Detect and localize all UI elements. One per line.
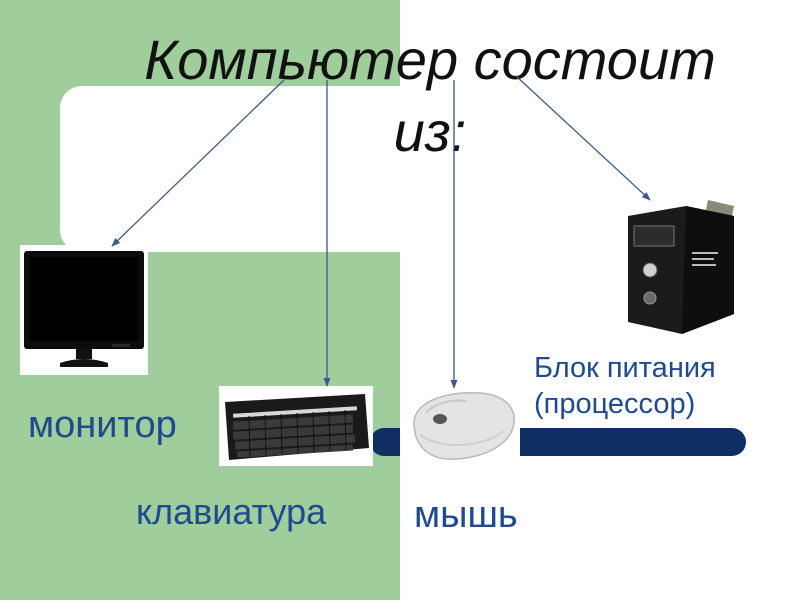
monitor-label: монитор — [28, 406, 177, 444]
power-supply-label: Блок питания (процессор) — [534, 350, 716, 423]
arrow-to-monitor — [112, 80, 284, 246]
arrow-to-power-supply — [516, 76, 650, 200]
mouse-label: мышь — [414, 496, 518, 534]
power-supply-label-line-2: (процессор) — [534, 386, 716, 422]
power-supply-label-line-1: Блок питания — [534, 350, 716, 386]
keyboard-label: клавиатура — [136, 494, 326, 530]
